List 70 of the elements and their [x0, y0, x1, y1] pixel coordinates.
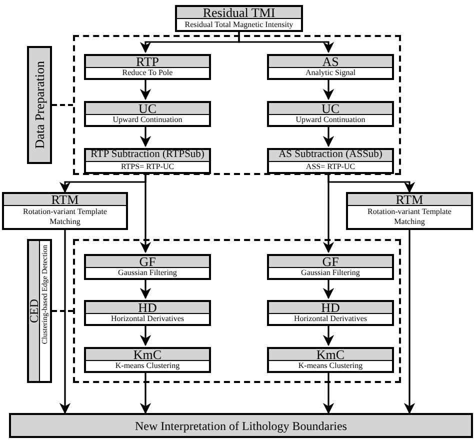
result-bar: [9, 413, 473, 438]
process-box: [346, 192, 473, 230]
arrow: [322, 371, 334, 414]
process-box: [267, 148, 394, 174]
arrow: [404, 230, 416, 414]
arrow: [238, 32, 334, 54]
dashed-group-frame: [73, 35, 401, 175]
process-title: AS Subtraction (ASSub): [278, 150, 382, 161]
process-description: RTPS= RTP-UC: [120, 162, 174, 172]
process-box: [267, 347, 394, 373]
process-description: Rotation-variant Template Matching: [366, 207, 452, 227]
process-title: GF: [322, 255, 339, 268]
process-description: ASS= RTP-UC: [306, 162, 356, 172]
process-description: Rotation-variant Template Matching: [22, 207, 108, 227]
arrow: [140, 371, 152, 414]
arrow: [322, 125, 334, 148]
arrow: [140, 324, 152, 346]
process-title: GF: [139, 255, 156, 268]
process-title: HD: [138, 301, 157, 314]
process-title: RTM: [396, 193, 424, 206]
process-description: K-means Clustering: [115, 361, 180, 371]
process-title: RTM: [51, 193, 79, 206]
process-box: [267, 101, 394, 127]
arrow: [59, 230, 71, 414]
process-box: [84, 148, 211, 174]
result-label: New Interpretation of Lithology Boundaries: [135, 418, 347, 434]
process-title: KmC: [316, 348, 345, 361]
process-box: [267, 254, 394, 280]
process-title: RTP: [136, 55, 160, 68]
arrow: [322, 172, 334, 254]
phase-label: CED: [28, 299, 40, 323]
process-description: Residual Total Magnetic Intensity: [184, 20, 294, 30]
dashed-group-frame: [73, 239, 401, 383]
process-box: [84, 54, 211, 80]
process-title: AS: [322, 55, 339, 68]
connector-line: [52, 104, 73, 106]
connector-line: [52, 310, 73, 312]
process-box: [267, 300, 394, 326]
arrow: [322, 278, 334, 300]
process-title: UC: [321, 102, 340, 115]
process-box: [267, 54, 394, 80]
process-box: [84, 254, 211, 280]
process-description: Horizontal Derivatives: [110, 314, 184, 324]
process-title: KmC: [133, 348, 162, 361]
process-title: RTP Subtraction (RTPSub): [90, 150, 204, 161]
process-title: HD: [321, 301, 340, 314]
process-description: Reduce To Pole: [122, 68, 173, 78]
phase-label: Data Preparation: [30, 61, 48, 149]
process-description: Upward Continuation: [112, 115, 182, 125]
phase-band: [27, 46, 52, 164]
process-description: Upward Continuation: [296, 115, 366, 125]
arrow: [322, 324, 334, 346]
process-box: [84, 300, 211, 326]
process-description: Analytic Signal: [306, 68, 356, 78]
arrow: [140, 125, 152, 148]
process-title: Residual TMI: [202, 6, 276, 19]
process-title: UC: [138, 102, 157, 115]
arrow: [322, 78, 334, 100]
process-box: [84, 101, 211, 127]
arrow: [140, 78, 152, 100]
phase-band: [27, 239, 52, 383]
arrow: [140, 172, 152, 254]
process-description: Gaussian Filtering: [118, 268, 177, 278]
process-description: Horizontal Derivatives: [294, 314, 368, 324]
process-box: [84, 347, 211, 373]
process-description: Gaussian Filtering: [301, 268, 360, 278]
process-box: [2, 192, 128, 230]
process-box: [175, 5, 303, 32]
process-description: K-means Clustering: [298, 361, 363, 371]
arrow: [140, 278, 152, 300]
